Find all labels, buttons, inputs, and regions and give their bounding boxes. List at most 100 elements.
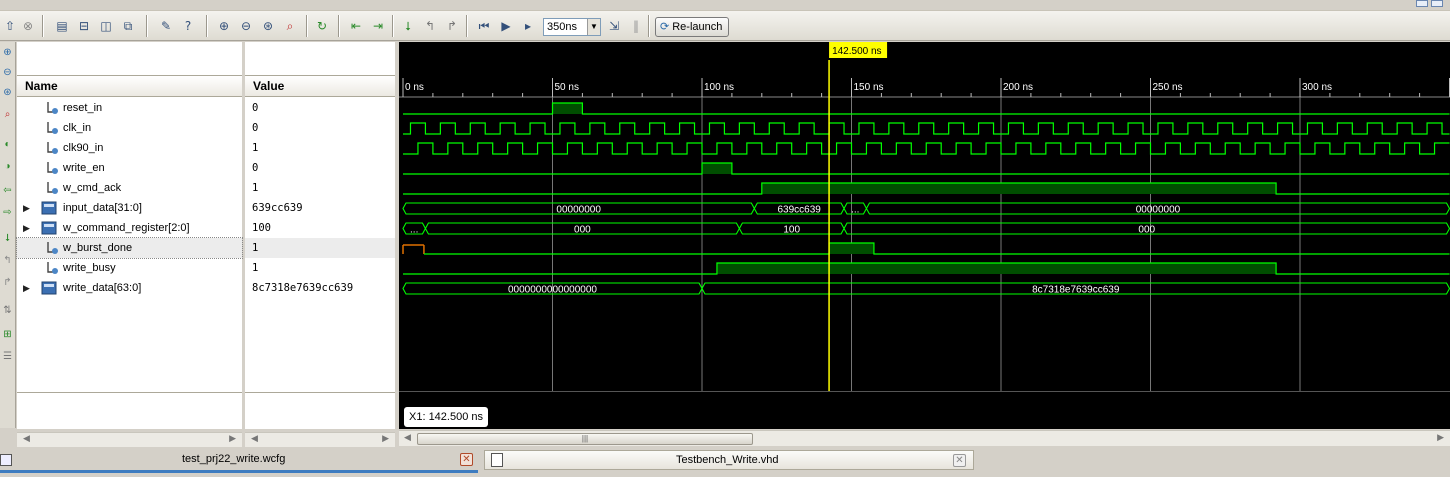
- help-icon[interactable]: ?: [184, 19, 192, 33]
- waveform-hscrollbar[interactable]: ◀ ||| ▶: [399, 430, 1450, 446]
- scroll-right-icon[interactable]: ▶: [229, 433, 236, 443]
- prev-marker-icon[interactable]: ↰: [3, 255, 12, 266]
- signal-name: w_cmd_ack: [63, 182, 122, 194]
- zoom-out-icon[interactable]: ⊖: [3, 67, 12, 78]
- bus-value-label: ...: [851, 205, 859, 216]
- bus-value-label: ...: [410, 225, 418, 236]
- prev-edge-icon[interactable]: ⇦: [3, 185, 12, 196]
- prev-marker-icon[interactable]: ↰: [424, 19, 436, 33]
- ruler-tick-label: 50 ns: [555, 82, 579, 93]
- signal-row[interactable]: ▶w_command_register[2:0]: [17, 218, 242, 238]
- wave-high-fill: [716, 263, 1277, 274]
- run-time-select[interactable]: 350ns ▼: [543, 18, 601, 36]
- zoom-cursor-icon[interactable]: ⌕: [286, 18, 294, 33]
- toolbar-separator: [306, 15, 308, 37]
- cascade-icon[interactable]: ▤: [56, 19, 68, 33]
- cursor-readout: X1: 142.500 ns: [404, 407, 489, 427]
- signal-icon: [45, 241, 59, 255]
- signal-row[interactable]: write_en: [17, 158, 242, 178]
- add-marker-icon[interactable]: ⭣: [405, 18, 411, 33]
- signal-row[interactable]: clk_in: [17, 118, 242, 138]
- zoom-cursor-icon[interactable]: ⌕: [4, 109, 11, 120]
- scroll-left-icon[interactable]: ◀: [251, 433, 258, 443]
- divider-icon[interactable]: ☰: [3, 351, 12, 362]
- add-marker-icon[interactable]: ⭣: [5, 233, 10, 244]
- relaunch-button[interactable]: ⟳Re-launch: [655, 17, 729, 37]
- signal-value: 8c7318e7639cc639: [252, 282, 354, 294]
- signal-row[interactable]: ▶input_data[31:0]: [17, 198, 242, 218]
- close-icon[interactable]: ✕: [460, 453, 473, 466]
- tile-h-icon[interactable]: ⊟: [78, 19, 90, 33]
- zoom-fit-icon[interactable]: ⊛: [262, 19, 274, 33]
- swap-icon[interactable]: ⇅: [3, 305, 12, 316]
- wave-config-icon[interactable]: ⊞: [3, 329, 12, 340]
- run-icon[interactable]: ▶: [501, 19, 511, 33]
- goto-end-icon[interactable]: ◑: [4, 161, 11, 172]
- signal-row[interactable]: w_burst_done: [16, 237, 243, 259]
- step-icon[interactable]: ⇲: [608, 19, 620, 33]
- signal-icon: [45, 141, 59, 155]
- chevron-down-icon[interactable]: ▼: [587, 19, 600, 35]
- name-column-header[interactable]: Name: [17, 75, 242, 97]
- maximize-icon[interactable]: [1431, 0, 1443, 7]
- ruler-tick-label: 250 ns: [1153, 82, 1183, 93]
- signal-row[interactable]: w_cmd_ack: [17, 178, 242, 198]
- run-for-icon[interactable]: ▸: [524, 19, 532, 33]
- goto-start-icon[interactable]: ◐: [4, 139, 11, 150]
- zoom-fit-icon[interactable]: ⊛: [3, 87, 12, 98]
- goto-start-icon[interactable]: ⇤: [350, 19, 362, 33]
- scroll-left-icon[interactable]: ◀: [404, 432, 411, 442]
- goto-end-icon[interactable]: ⇥: [372, 19, 384, 33]
- signal-value: 1: [245, 238, 395, 258]
- active-tab-indicator: [0, 470, 478, 473]
- panel-divider: [17, 392, 242, 393]
- name-hscrollbar[interactable]: ◀▶: [17, 432, 242, 447]
- bus-value-label: 0000000000000000: [508, 285, 597, 296]
- tab-testbench-write[interactable]: Testbench_Write.vhd ✕: [484, 450, 974, 470]
- wrench-icon[interactable]: ✎: [160, 19, 172, 33]
- wave-high-fill: [829, 243, 874, 254]
- signal-name: write_data[63:0]: [63, 282, 142, 294]
- expand-icon[interactable]: ▶: [23, 203, 30, 213]
- side-toolbar: ⊕ ⊖ ⊛ ⌕ ◐ ◑ ⇦ ⇨ ⭣ ↰ ↱ ⇅ ⊞ ☰: [0, 42, 16, 428]
- next-marker-icon[interactable]: ↱: [446, 19, 458, 33]
- break-icon[interactable]: ‖: [633, 19, 639, 33]
- scroll-left-icon[interactable]: ◀: [23, 433, 30, 443]
- scroll-right-icon[interactable]: ▶: [1437, 432, 1444, 442]
- signal-row[interactable]: reset_in: [17, 98, 242, 118]
- tile-v-icon[interactable]: ◫: [100, 19, 112, 33]
- relaunch-icon: ⟳: [660, 21, 670, 33]
- value-hscrollbar[interactable]: ◀▶: [245, 432, 395, 447]
- bus-value-label: 000: [1138, 225, 1155, 236]
- next-edge-icon[interactable]: ⇨: [3, 207, 12, 218]
- wave-clk_in: [403, 122, 1450, 135]
- zoom-in-icon[interactable]: ⊕: [218, 19, 230, 33]
- close-icon[interactable]: ✕: [953, 454, 966, 467]
- signal-row[interactable]: clk90_in: [17, 138, 242, 158]
- zoom-out-icon[interactable]: ⊖: [240, 19, 252, 33]
- expand-icon[interactable]: ▶: [23, 283, 30, 293]
- signal-row[interactable]: write_busy: [17, 258, 242, 278]
- expand-icon[interactable]: ▶: [23, 223, 30, 233]
- minimize-icon[interactable]: [1416, 0, 1428, 7]
- signal-row[interactable]: ▶ write_data[63:0]: [17, 278, 242, 298]
- wave-high-fill: [702, 163, 732, 174]
- tab-label: test_prj22_write.wcfg: [182, 453, 286, 465]
- scroll-right-icon[interactable]: ▶: [382, 433, 389, 443]
- float-icon[interactable]: ⧉: [123, 18, 133, 33]
- ruler-tick-label: 200 ns: [1003, 82, 1033, 93]
- tab-test-prj22-write[interactable]: test_prj22_write.wcfg ✕: [14, 450, 480, 470]
- bus-value-label: 8c7318e7639cc639: [1032, 285, 1120, 296]
- restart-icon[interactable]: ⏮: [478, 18, 490, 33]
- next-marker-icon[interactable]: ↱: [3, 277, 12, 288]
- zoom-in-icon[interactable]: ⊕: [3, 47, 12, 58]
- stop-icon[interactable]: ⊗: [22, 19, 34, 33]
- signal-value: 0: [252, 162, 259, 174]
- relaunch-label: Re-launch: [672, 21, 723, 33]
- scroll-thumb[interactable]: |||: [417, 433, 753, 445]
- undo-icon[interactable]: ⇧: [4, 19, 16, 33]
- refresh-icon[interactable]: ↻: [316, 19, 328, 33]
- value-column-header[interactable]: Value: [245, 75, 395, 97]
